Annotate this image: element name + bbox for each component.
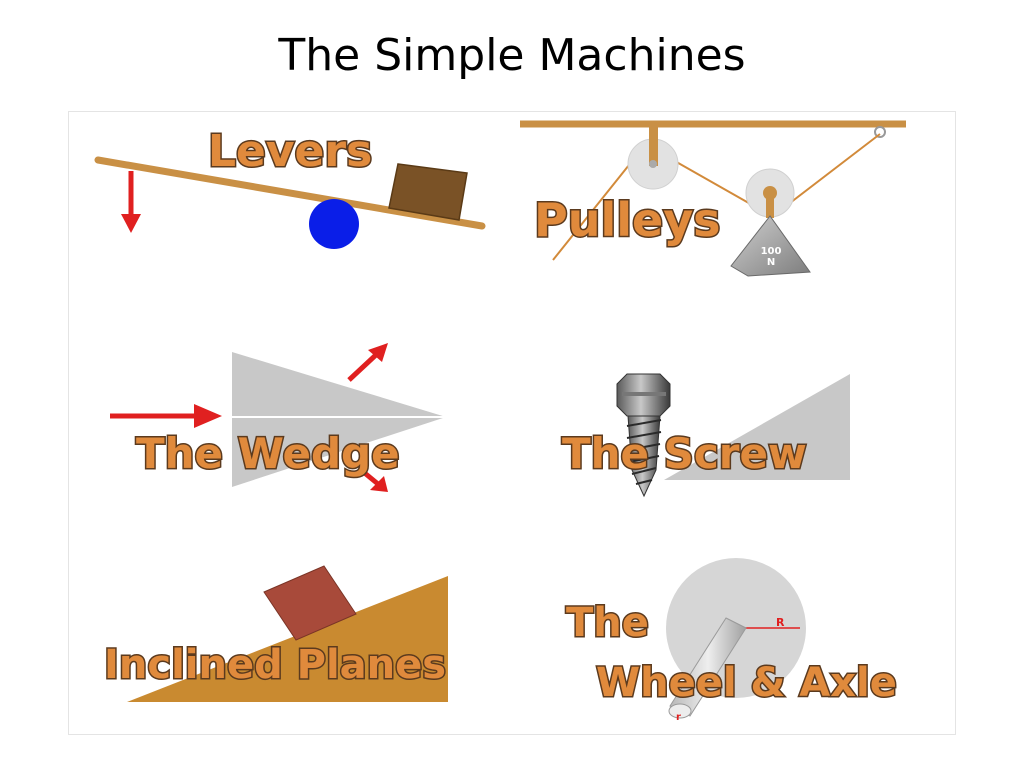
axle-radius-label: r [676, 712, 681, 723]
levers-panel: Levers [94, 125, 486, 249]
pulleys-label: Pulleys [534, 193, 721, 247]
wedge-shape [232, 352, 446, 487]
weight-unit: N [767, 257, 775, 268]
inclined-plane-block [263, 565, 357, 641]
wheel-radius-label: R [776, 616, 785, 629]
fixed-pulley-hanger [649, 124, 658, 166]
inclined-plane-shape [127, 576, 448, 702]
fixed-pulley-axle [649, 160, 657, 168]
pulley-ceiling-hook [874, 126, 886, 138]
wheel-axle-label-line1: The [566, 600, 649, 646]
lever-load-box [388, 163, 468, 221]
weight-value: 100 [761, 246, 782, 257]
screw-panel: The Screw [561, 373, 850, 498]
wedge-panel: The Wedge [110, 343, 446, 492]
lever-down-arrow [121, 171, 141, 233]
slide-title: The Simple Machines [278, 30, 746, 81]
inclined-planes-panel: Inclined Planes [103, 565, 448, 702]
wheel-axle-panel: R r The Wheel & Axle [565, 558, 898, 723]
pulleys-panel: 100 N Pulleys [520, 120, 906, 277]
levers-label: Levers [208, 126, 372, 177]
wedge-push-arrow [110, 404, 222, 428]
movable-pulley-hanger [766, 196, 774, 218]
wedge-down-arrow [359, 468, 388, 492]
lever-fulcrum [309, 199, 359, 249]
wedge-up-arrow [347, 343, 388, 382]
screw-threads [626, 419, 662, 485]
wheel-axle-label-line2: Wheel & Axle [596, 660, 897, 706]
pulley-weight [730, 215, 811, 277]
screw-label: The Screw [562, 429, 807, 478]
bolt-head-rim [622, 392, 666, 396]
axle-rod [668, 617, 747, 719]
inclined-planes-label: Inclined Planes [104, 642, 446, 688]
wedge-label: The Wedge [136, 429, 400, 478]
screw-incline [664, 374, 850, 480]
pulley-rope [552, 133, 881, 261]
lever-beam [94, 156, 486, 230]
